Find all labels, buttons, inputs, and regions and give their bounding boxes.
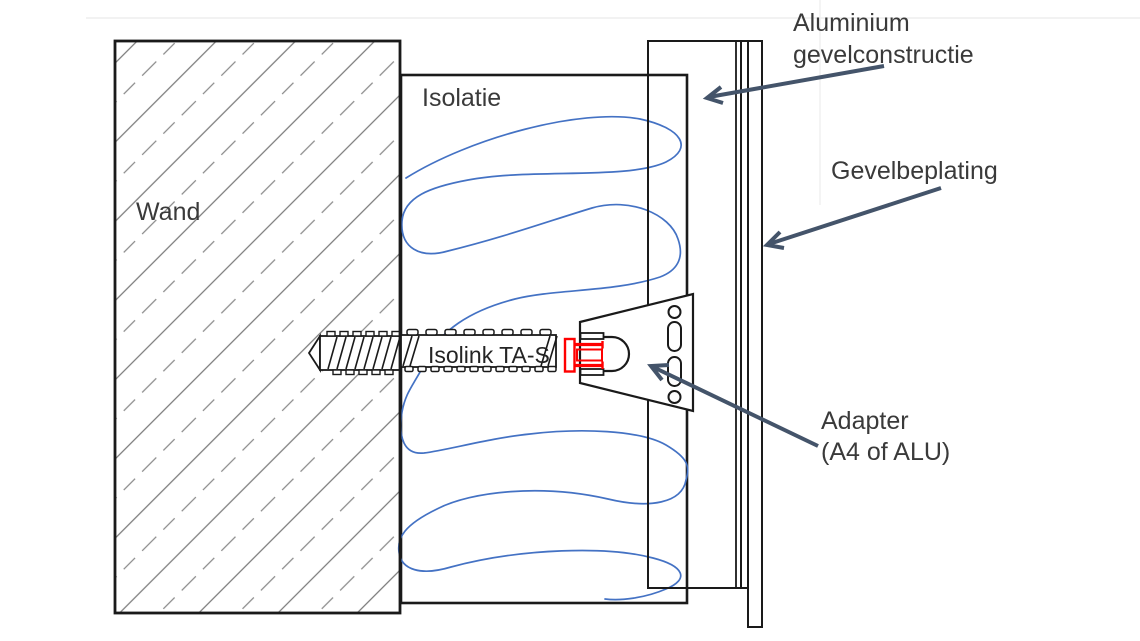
adapter-label-line2: (A4 of ALU) [821, 438, 951, 466]
wall-section [115, 41, 400, 613]
arrow-cladding [762, 186, 942, 250]
adapter-bracket [578, 292, 695, 413]
adapter-plate [578, 292, 695, 413]
adapter-label-line1: Adapter [821, 407, 909, 435]
screw-head-dome [603, 335, 631, 373]
adapter-slot-top [667, 321, 682, 352]
adapter-hole-bottom [667, 390, 682, 404]
annotation-arrows [647, 64, 942, 448]
facade-construction-label-line1: Aluminium [793, 9, 910, 37]
insulation-label: Isolatie [422, 84, 502, 112]
cladding-plate [747, 40, 763, 628]
fastener-label: Isolink TA-S [428, 342, 550, 368]
facade-construction-label-line2: gevelconstructie [793, 41, 974, 69]
guide-lines [86, 0, 1140, 205]
wall-outline [113, 39, 402, 615]
wall-hatch [115, 41, 400, 613]
arrow-facade-construction [702, 64, 885, 105]
facade-construction-label: Aluminium gevelconstructie [793, 7, 974, 71]
adapter-slot-bottom [667, 356, 682, 387]
clamp-flange-bottom [579, 368, 605, 376]
bolt-highlight [563, 337, 604, 373]
arrow-adapter [647, 363, 819, 448]
clamp-flange-top [579, 332, 605, 340]
screw-thread-section [319, 330, 402, 376]
cladding-label: Gevelbeplating [831, 157, 998, 185]
adapter-hole-top [667, 305, 682, 319]
wall-label: Wand [136, 198, 201, 226]
adapter-label: Adapter (A4 of ALU) [821, 406, 950, 468]
